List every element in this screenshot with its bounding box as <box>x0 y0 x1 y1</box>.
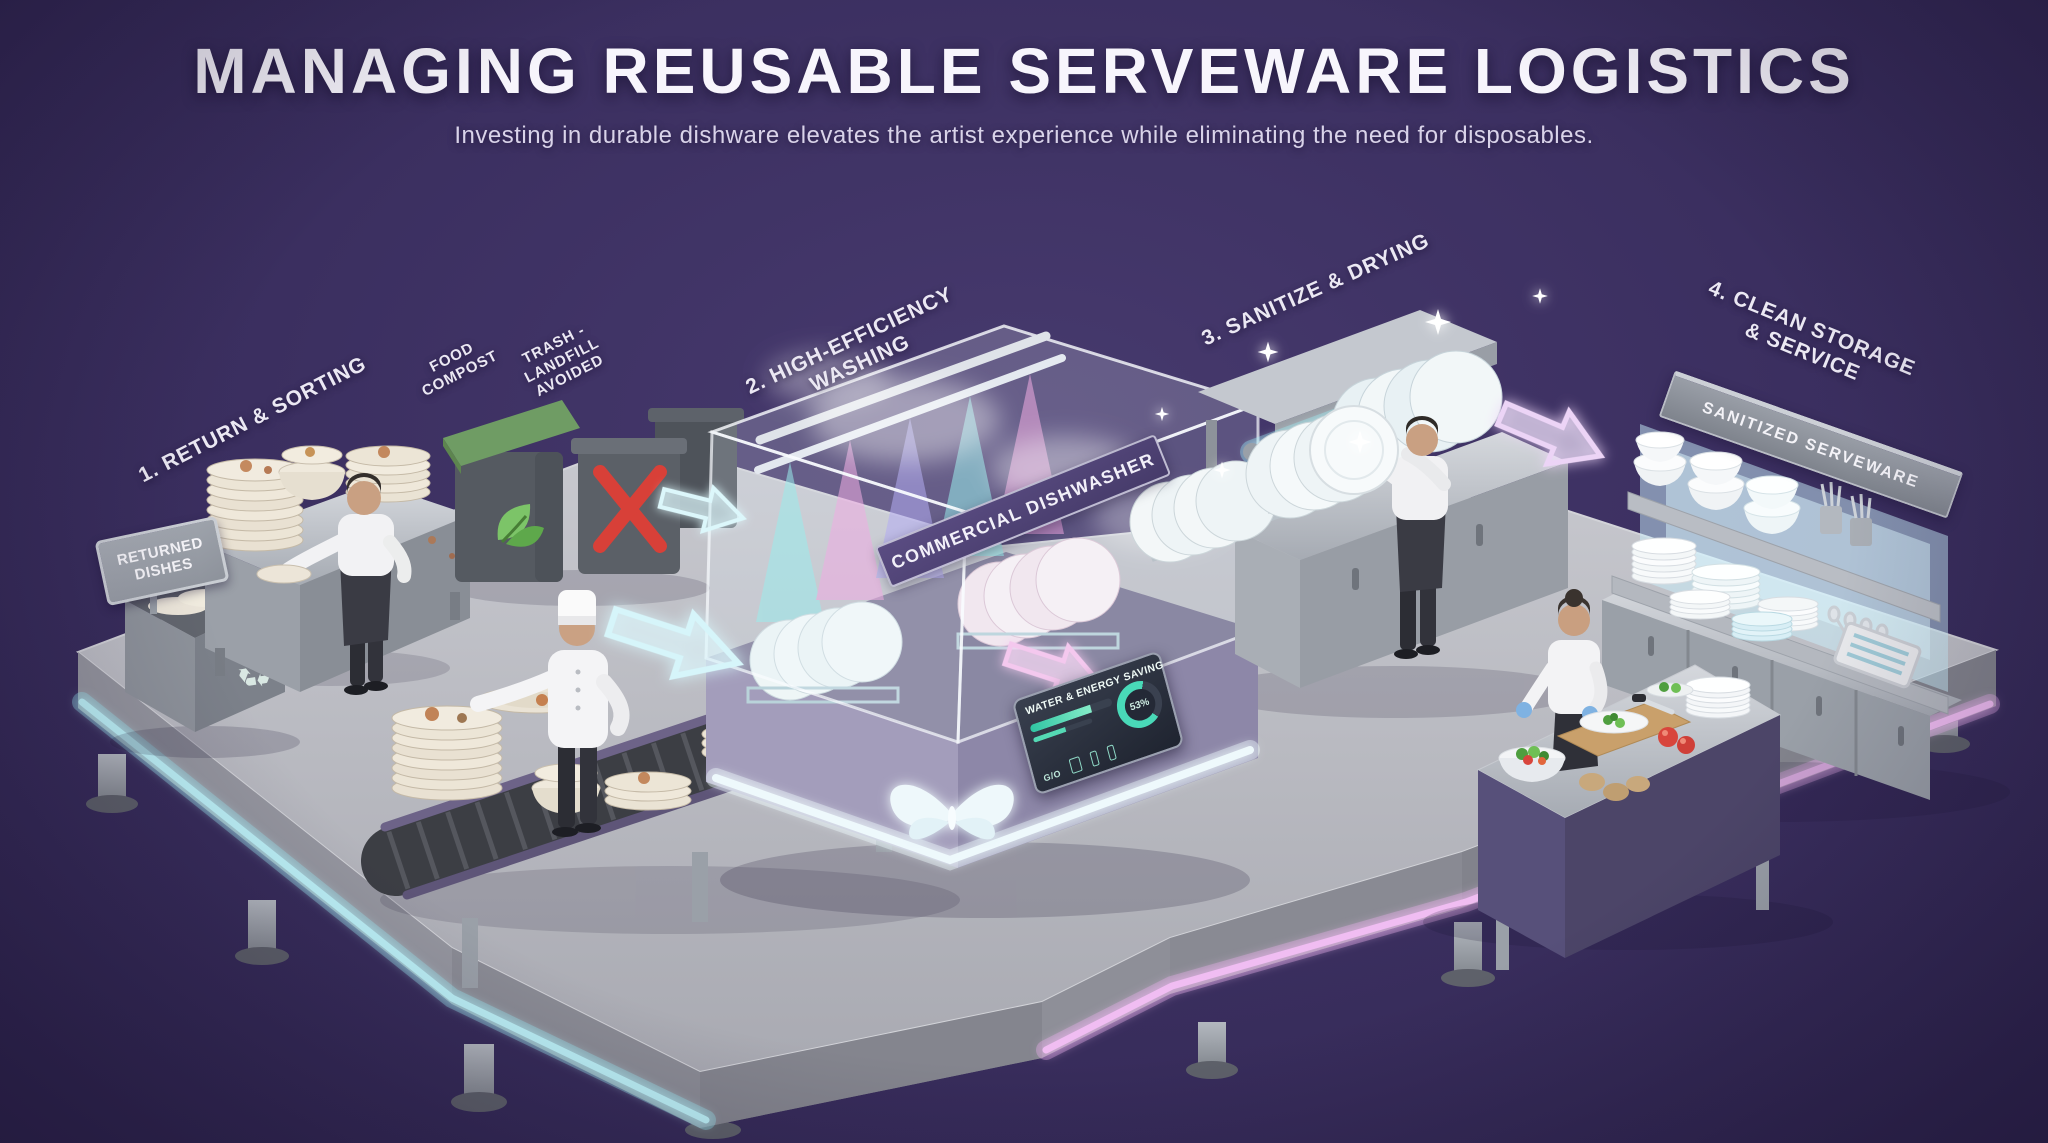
clean-bowls <box>1633 431 1872 546</box>
shelf-upper <box>1627 491 1941 623</box>
worker-figure-sorting <box>256 473 412 695</box>
dishwasher-interior <box>746 354 1121 704</box>
butterfly-logo-icon <box>890 784 1014 840</box>
platform-legs <box>86 698 1970 1139</box>
station-clean-storage <box>1602 424 1962 800</box>
page-subtitle: Investing in durable dishware elevates t… <box>454 122 1594 149</box>
utensil-crate <box>1833 621 1922 689</box>
held-plate <box>1309 405 1399 495</box>
prep-items <box>1498 676 1751 801</box>
chef-figure-conveyor <box>470 590 630 837</box>
dirty-dish-stacks <box>206 445 455 559</box>
base-light-strip <box>712 746 1254 865</box>
gauge-value: 53% <box>1120 684 1159 725</box>
page-title: MANAGING REUSABLE SERVEWARE LOGISTICS <box>193 35 1855 107</box>
worker-figure-sanitize <box>1309 405 1451 659</box>
counter-items <box>1669 589 1922 689</box>
cutlery-cups <box>1820 481 1872 546</box>
energy-bar-icon <box>1089 750 1100 767</box>
water-drop-icon <box>1068 755 1083 775</box>
prep-table <box>1476 589 1782 970</box>
compost-bin <box>443 400 580 582</box>
compost-leaf-icon <box>497 504 544 547</box>
energy-bar-icon <box>1106 744 1117 762</box>
trash-x-icon <box>593 465 667 553</box>
header: MANAGING REUSABLE SERVEWARE LOGISTICS In… <box>0 34 2048 150</box>
panel-stat-label: G/O <box>1042 767 1063 784</box>
station-sanitize-drying <box>1129 288 1568 688</box>
